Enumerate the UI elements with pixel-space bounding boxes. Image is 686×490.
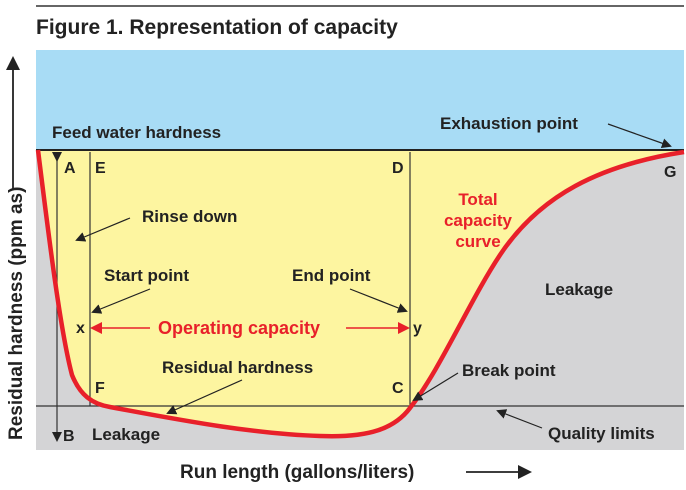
feed-water-zone	[36, 50, 684, 150]
break-point-label: Break point	[462, 361, 556, 380]
point-a: A	[64, 160, 76, 177]
total-capacity-curve-label: Total capacity curve	[444, 190, 513, 251]
point-y: y	[413, 320, 422, 337]
feed-water-hardness-label: Feed water hardness	[52, 123, 221, 142]
end-point-label: End point	[292, 266, 371, 285]
break-point-pointer	[412, 372, 459, 402]
exhaustion-pointer	[607, 123, 672, 149]
point-f: F	[95, 380, 105, 397]
point-b: B	[63, 428, 75, 445]
residual-hardness-pointer	[166, 379, 243, 415]
point-g: G	[664, 164, 676, 181]
curve-label-line-2: capacity	[444, 211, 513, 230]
point-c: C	[392, 380, 404, 397]
residual-hardness-label: Residual hardness	[162, 358, 313, 377]
leakage-right-label: Leakage	[545, 280, 613, 299]
point-x: x	[76, 320, 85, 337]
start-point-pointer	[91, 288, 151, 314]
point-e: E	[95, 160, 106, 177]
curve-label-line-3: curve	[455, 232, 500, 251]
leakage-bottom-label: Leakage	[92, 425, 160, 444]
total-capacity-curve	[35, 149, 685, 439]
y-axis-label: Residual hardness (ppm as)	[6, 187, 27, 440]
start-point-label: Start point	[104, 266, 189, 285]
exhaustion-point-label: Exhaustion point	[440, 114, 578, 133]
operating-capacity-label: Operating capacity	[158, 318, 320, 338]
curve-label-line-1: Total	[458, 190, 497, 209]
quality-limits-label: Quality limits	[548, 424, 655, 443]
figure-title: Figure 1. Representation of capacity	[36, 16, 398, 39]
x-axis-label: Run length (gallons/liters)	[180, 462, 414, 483]
rinse-down-pointer	[75, 217, 131, 242]
rinse-down-label: Rinse down	[142, 207, 237, 226]
quality-limits-pointer	[496, 409, 543, 429]
point-d: D	[392, 160, 404, 177]
end-point-pointer	[349, 288, 408, 313]
